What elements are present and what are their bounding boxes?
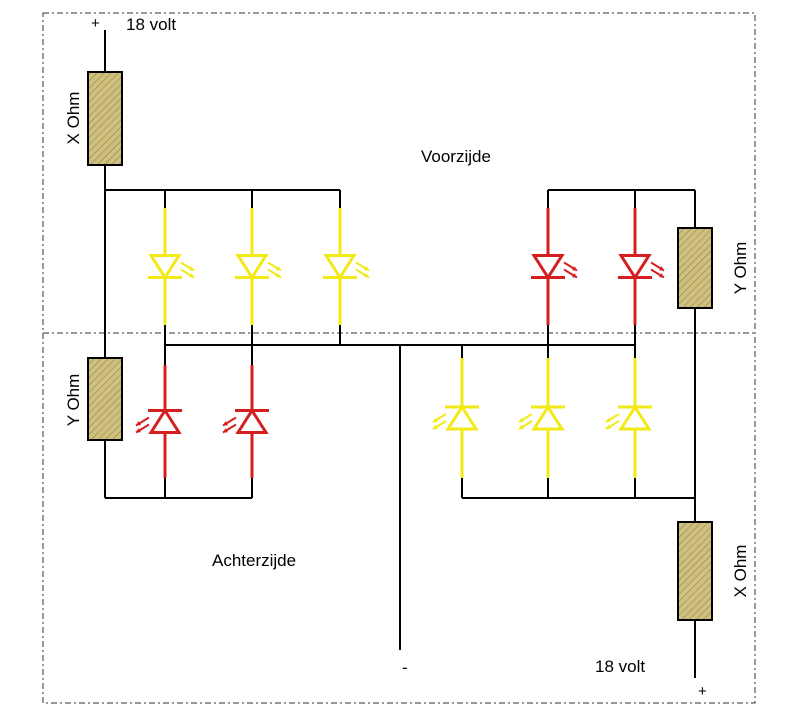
led-front-red-2 [618, 208, 665, 325]
outer-frame [42, 12, 756, 704]
wiring [104, 30, 696, 678]
voltage-top-label: 18 volt [126, 15, 176, 34]
minus-label: - [402, 658, 408, 677]
resistor-y-ohm-right: Y Ohm [677, 227, 750, 309]
led-rear-yellow-3 [605, 358, 652, 478]
rear-side-label: Achterzijde [212, 551, 296, 570]
resistor-label: X Ohm [64, 92, 83, 145]
front-side-label: Voorzijde [421, 147, 491, 166]
plus-bottom-label: + [698, 683, 707, 700]
led-front-yellow-1 [148, 208, 195, 325]
led-group [135, 208, 665, 478]
led-front-yellow-2 [235, 208, 282, 325]
voltage-bottom-label: 18 volt [595, 657, 645, 676]
led-front-yellow-3 [323, 208, 370, 325]
resistor-label: Y Ohm [731, 242, 750, 295]
led-rear-yellow-2 [518, 358, 565, 478]
led-rear-yellow-1 [432, 358, 479, 478]
led-front-red-1 [531, 208, 578, 325]
resistor-x-ohm-top: X Ohm [64, 71, 123, 166]
resistor-x-ohm-bottom: X Ohm [677, 521, 750, 621]
resistor-y-ohm-left: Y Ohm [64, 357, 123, 441]
resistor-label: X Ohm [731, 545, 750, 598]
plus-top-label: + [91, 15, 100, 32]
led-rear-red-2 [222, 365, 269, 478]
led-rear-red-1 [135, 365, 182, 478]
resistor-label: Y Ohm [64, 374, 83, 427]
